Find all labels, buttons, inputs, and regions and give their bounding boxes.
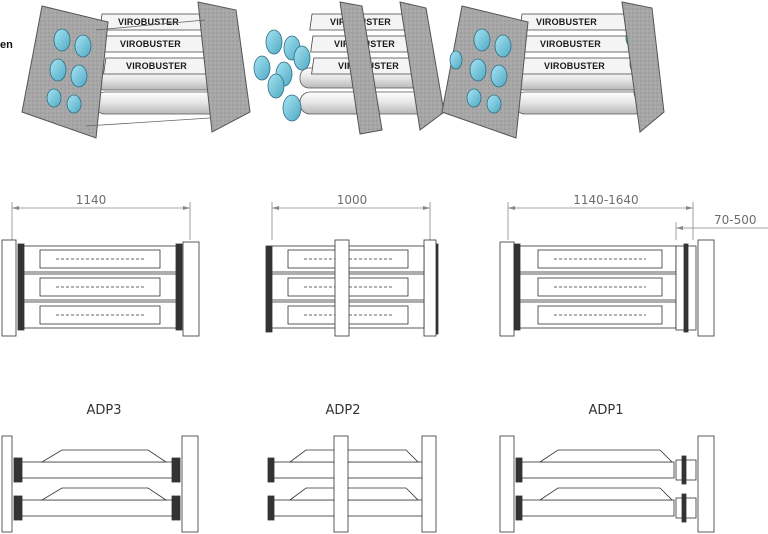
render-adp1: VIROBUSTER VIROBUSTER VIROBUSTER — [441, 1, 665, 139]
dimension-adp1-extension: 70-500 — [714, 213, 757, 227]
model-label-adp3: ADP3 — [86, 403, 121, 418]
render-adp3: VIROBUSTER VIROBUSTER VIROBUSTER — [21, 1, 251, 139]
brand-label: VIROBUSTER — [126, 61, 187, 71]
dimension-adp1: 1140-1640 — [573, 193, 638, 207]
dimension-adp2: 1000 — [337, 193, 368, 207]
side-view-adp3 — [1, 435, 199, 533]
model-label-adp2: ADP2 — [325, 403, 360, 418]
front-view-adp3 — [1, 239, 200, 337]
brand-label: VIROBUSTER — [540, 39, 601, 49]
side-view-adp2 — [267, 435, 437, 533]
model-label-adp1: ADP1 — [588, 403, 623, 418]
dimension-lines — [11, 202, 768, 240]
side-view-adp1 — [499, 435, 715, 533]
dimension-adp3: 1140 — [76, 193, 107, 207]
brand-label: VIROBUSTER — [536, 17, 597, 27]
dimension-arrows — [12, 206, 693, 230]
brand-label: VIROBUSTER — [544, 61, 605, 71]
brand-label: VIROBUSTER — [118, 17, 179, 27]
front-view-adp1 — [499, 239, 715, 337]
left-edge-text: en — [0, 39, 13, 51]
brand-label: VIROBUSTER — [120, 39, 181, 49]
render-adp2: VIROBUSTER VIROBUSTER VIROBUSTER — [253, 1, 445, 135]
front-view-adp2 — [265, 239, 439, 337]
